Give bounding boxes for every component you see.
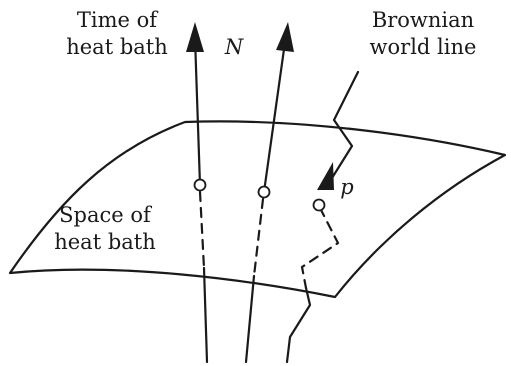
world-line-1-upper [193, 36, 202, 187]
brownian-path-hidden [300, 206, 340, 290]
world-line-2-arrowhead [276, 22, 294, 52]
world-line-1-intersection [193, 178, 207, 192]
label-space-of-heat-bath-line2: heat bath [54, 230, 156, 254]
heat-bath-surface [8, 120, 507, 299]
brownian-intersection [312, 198, 326, 212]
world-line-2-lower [244, 274, 256, 364]
label-space-of-heat-bath-line1: Space of [59, 203, 153, 227]
world-line-2-hidden [252, 197, 265, 278]
world-line-1-hidden [198, 190, 206, 270]
world-line-2-upper [262, 40, 287, 194]
label-brownian-world-line-line2: world line [370, 35, 477, 59]
label-time-of-heat-bath-line2: heat bath [66, 35, 168, 59]
label-time-of-heat-bath-line1: Time of [77, 8, 159, 32]
brownian-path-upper [330, 70, 360, 180]
world-line-2-intersection [257, 185, 271, 199]
world-line-1-arrowhead [186, 22, 204, 52]
label-brownian-world-line-line1: Brownian [372, 8, 474, 32]
brownian-path-lower [285, 286, 312, 364]
momentum-arrowhead [317, 162, 334, 190]
label-momentum: p [340, 175, 353, 199]
label-particle-count: N [224, 35, 244, 59]
world-line-1-lower [202, 266, 209, 364]
